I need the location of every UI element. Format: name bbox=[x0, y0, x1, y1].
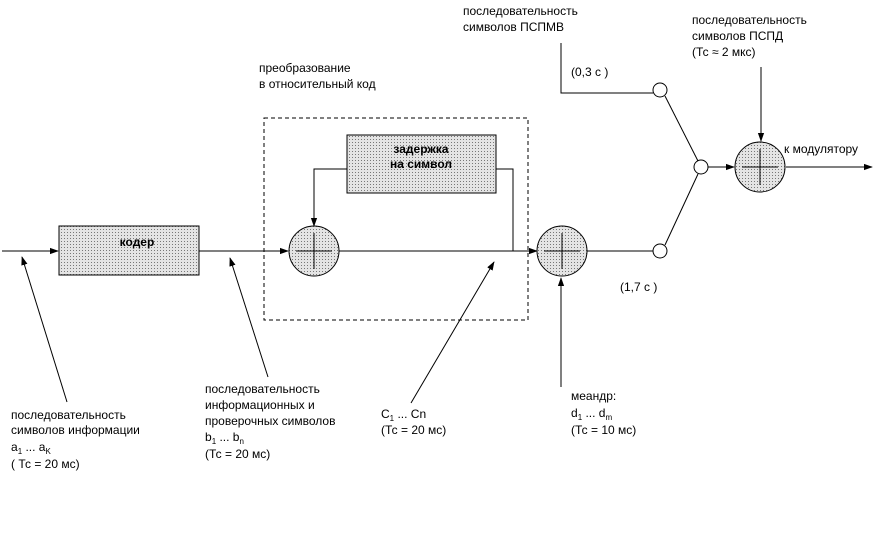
coder-block bbox=[58, 225, 200, 276]
info-label-line1: последовательность bbox=[11, 408, 126, 422]
feedback-to-delay bbox=[496, 168, 514, 251]
to-modulator-label: к модулятору bbox=[784, 142, 858, 156]
info-a-range: a1 ... aK bbox=[11, 440, 51, 456]
pspd-label-line2: символов ПСПД bbox=[692, 29, 783, 43]
info-arrow bbox=[21, 256, 68, 403]
conversion-label-line1: преобразование bbox=[259, 61, 351, 75]
info-label-line2: символов информации bbox=[11, 423, 140, 437]
switch-contact-lower bbox=[652, 243, 668, 259]
switch-lower-arm bbox=[664, 173, 699, 246]
check-label-line2: информационных и bbox=[205, 398, 315, 412]
meander-tc: (Тс = 10 мс) bbox=[571, 423, 636, 437]
c-arrow bbox=[410, 261, 495, 404]
meander-label: меандр: bbox=[571, 389, 616, 403]
pspmv-time: (0,3 с ) bbox=[571, 65, 608, 79]
adder-3 bbox=[734, 141, 786, 193]
c-range: C1 ... Cn bbox=[381, 407, 426, 423]
pspd-label-line1: последовательность bbox=[692, 13, 807, 27]
c-tc: (Тс = 20 мс) bbox=[381, 423, 446, 437]
delay-label-line1: задержка bbox=[393, 142, 448, 156]
check-tc: (Тс = 20 мс) bbox=[205, 447, 270, 461]
delay-block bbox=[346, 134, 497, 194]
lower-time: (1,7 с ) bbox=[620, 280, 657, 294]
check-label-line1: последовательность bbox=[205, 382, 320, 396]
switch-upper-arm bbox=[664, 95, 699, 162]
check-arrow bbox=[229, 257, 269, 378]
conversion-region bbox=[263, 117, 529, 321]
switch-pivot bbox=[693, 159, 709, 175]
check-label-line3: проверочных символов bbox=[205, 414, 335, 428]
coder-label: кодер bbox=[120, 235, 155, 249]
delay-to-adder1 bbox=[310, 168, 347, 227]
adder-2 bbox=[536, 225, 588, 277]
adder-1 bbox=[288, 225, 340, 277]
pspmv-label-line1: последовательность bbox=[463, 4, 578, 18]
check-b-range: b1 ... bn bbox=[205, 430, 244, 446]
conversion-label-line2: в относительный код bbox=[259, 77, 376, 91]
pspd-tc: (Тс ≈ 2 мкс) bbox=[692, 45, 756, 59]
delay-label-line2: на символ bbox=[390, 157, 452, 171]
info-tc: ( Тс = 20 мс) bbox=[11, 457, 80, 471]
pspmv-label-line2: символов ПСПМВ bbox=[463, 20, 564, 34]
switch-contact-upper bbox=[652, 82, 668, 98]
pspmv-input-line bbox=[560, 43, 653, 94]
meander-d-range: d1 ... dm bbox=[571, 406, 612, 422]
